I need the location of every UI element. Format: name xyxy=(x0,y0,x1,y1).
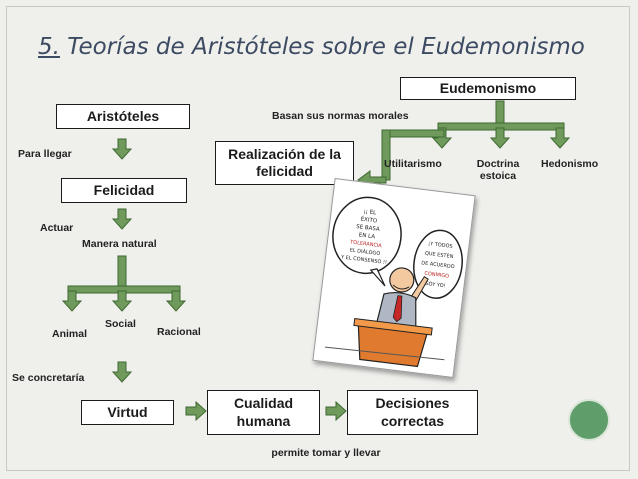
node-eudemonismo: Eudemonismo xyxy=(400,77,576,100)
tree-branch-manera-natural xyxy=(62,255,186,312)
svg-text:ÉXITO: ÉXITO xyxy=(360,215,378,225)
svg-text:QUE ESTÉN: QUE ESTÉN xyxy=(425,249,455,260)
label-actuar: Actuar xyxy=(40,222,74,234)
slide-title: 5. Teorías de Aristóteles sobre el Eudem… xyxy=(38,34,585,60)
label-doctrina-estoica: Doctrina estoica xyxy=(476,158,520,182)
label-racional: Racional xyxy=(157,326,201,338)
label-animal: Animal xyxy=(52,328,88,340)
node-virtud-label: Virtud xyxy=(107,403,148,420)
tree-branch-eudemonismo xyxy=(432,100,570,149)
label-para-llegar: Para llegar xyxy=(18,148,72,160)
label-manera-natural: Manera natural xyxy=(82,238,157,250)
node-eudemonismo-label: Eudemonismo xyxy=(439,79,537,96)
cartoon-drawing: ¡¡ EL ÉXITO SE BASA EN LA TOLERANCIA EL … xyxy=(325,196,463,368)
node-realizacion-label: Realización de la felicidad xyxy=(228,145,341,179)
svg-text:TOLERANCIA: TOLERANCIA xyxy=(349,239,383,249)
node-virtud: Virtud xyxy=(81,400,174,425)
node-cualidad-humana: Cualidad humana xyxy=(207,390,320,435)
node-decisiones-correctas: Decisiones correctas xyxy=(347,390,478,435)
decorative-circle xyxy=(568,399,610,441)
arrow-concretaria-virtud xyxy=(112,361,132,383)
svg-text:¡¡ EL: ¡¡ EL xyxy=(363,209,377,217)
svg-text:Y EL CONSENSO !!: Y EL CONSENSO !! xyxy=(340,254,388,266)
svg-text:SE BASA: SE BASA xyxy=(356,224,380,233)
cartoon-politician-image: ¡¡ EL ÉXITO SE BASA EN LA TOLERANCIA EL … xyxy=(312,178,476,378)
arrow-aristoteles-felicidad xyxy=(112,138,132,160)
label-basan-normas: Basan sus normas morales xyxy=(272,110,409,122)
title-text: Teorías de Aristóteles sobre el Eudemoni… xyxy=(67,34,585,60)
label-social: Social xyxy=(105,318,136,330)
node-felicidad-label: Felicidad xyxy=(93,181,155,198)
slide-frame xyxy=(6,6,630,471)
node-realizacion-felicidad: Realización de la felicidad xyxy=(215,141,354,185)
node-felicidad: Felicidad xyxy=(61,178,187,203)
arrow-felicidad-actuar xyxy=(112,208,132,230)
label-hedonismo: Hedonismo xyxy=(541,158,599,170)
node-cualidad-label: Cualidad humana xyxy=(233,395,294,429)
svg-text:¡Y TODOS: ¡Y TODOS xyxy=(428,241,453,250)
arrow-cualidad-decisiones xyxy=(325,401,347,421)
svg-text:DE ACUERDO: DE ACUERDO xyxy=(421,260,455,270)
svg-text:CONMIGO: CONMIGO xyxy=(424,271,449,280)
arrow-virtud-cualidad xyxy=(185,401,207,421)
svg-text:EN LA: EN LA xyxy=(358,232,375,240)
svg-text:EL DIÁLOGO: EL DIÁLOGO xyxy=(349,246,380,257)
node-aristoteles: Aristóteles xyxy=(56,104,190,129)
svg-text:SOY YO!: SOY YO! xyxy=(425,281,446,289)
title-number: 5. xyxy=(38,34,60,60)
label-utilitarismo: Utilitarismo xyxy=(384,158,442,170)
label-permite: permite tomar y llevar xyxy=(271,447,381,459)
label-se-concretaria: Se concretaría xyxy=(12,372,85,384)
node-aristoteles-label: Aristóteles xyxy=(86,107,160,124)
node-decisiones-label: Decisiones correctas xyxy=(375,395,450,429)
